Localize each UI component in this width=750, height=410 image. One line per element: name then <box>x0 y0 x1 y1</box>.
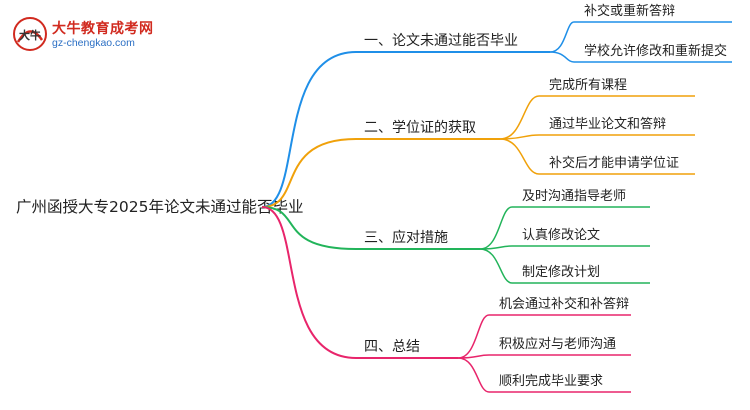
leaf-connector <box>457 357 631 393</box>
logo-mark-text: 大牛 <box>19 28 41 42</box>
branch-connector <box>261 51 550 208</box>
branch-label: 二、学位证的获取 <box>364 120 476 136</box>
leaf-connector <box>479 206 650 250</box>
leaf-label: 补交或重新答辩 <box>584 3 675 19</box>
leaf-connector <box>479 248 650 284</box>
leaf-connector <box>549 51 732 63</box>
leaf-label: 制定修改计划 <box>522 265 600 280</box>
leaf-label: 通过毕业论文和答辩 <box>549 116 666 132</box>
branch-label: 一、论文未通过能否毕业 <box>364 33 518 49</box>
leaf-label: 积极应对与老师沟通 <box>499 336 616 352</box>
logo-mark-icon: 大牛 <box>13 17 47 51</box>
leaf-connector <box>457 354 631 359</box>
leaf-connector <box>499 95 695 140</box>
leaf-label: 及时沟通指导老师 <box>522 189 626 204</box>
root-topic: 广州函授大专2025年论文未通过能否毕业 <box>16 198 303 216</box>
leaf-label: 顺利完成毕业要求 <box>499 374 603 389</box>
branch-connector <box>261 206 458 359</box>
branch-label: 三、应对措施 <box>364 229 448 246</box>
branch-connector <box>261 138 500 208</box>
leaf-connector <box>457 314 631 359</box>
leaf-label: 认真修改论文 <box>522 228 600 243</box>
leaf-label: 机会通过补交和补答辩 <box>499 296 629 312</box>
site-logo[interactable]: 大牛 大牛教育成考网 gz-chengkao.com <box>12 14 182 54</box>
branch-label: 四、总结 <box>364 339 420 355</box>
leaf-connector <box>499 134 695 140</box>
branch-connectors <box>261 21 732 393</box>
logo-url: gz-chengkao.com <box>52 37 135 49</box>
leaf-label: 补交后才能申请学位证 <box>549 155 679 171</box>
branch-connector <box>261 206 480 250</box>
logo-name: 大牛教育成考网 <box>52 21 154 37</box>
leaf-label: 学校允许修改和重新提交 <box>584 43 727 59</box>
leaf-connector <box>549 21 732 53</box>
leaf-connector <box>499 138 695 175</box>
leaf-label: 完成所有课程 <box>549 78 627 93</box>
leaf-connector <box>479 245 650 250</box>
